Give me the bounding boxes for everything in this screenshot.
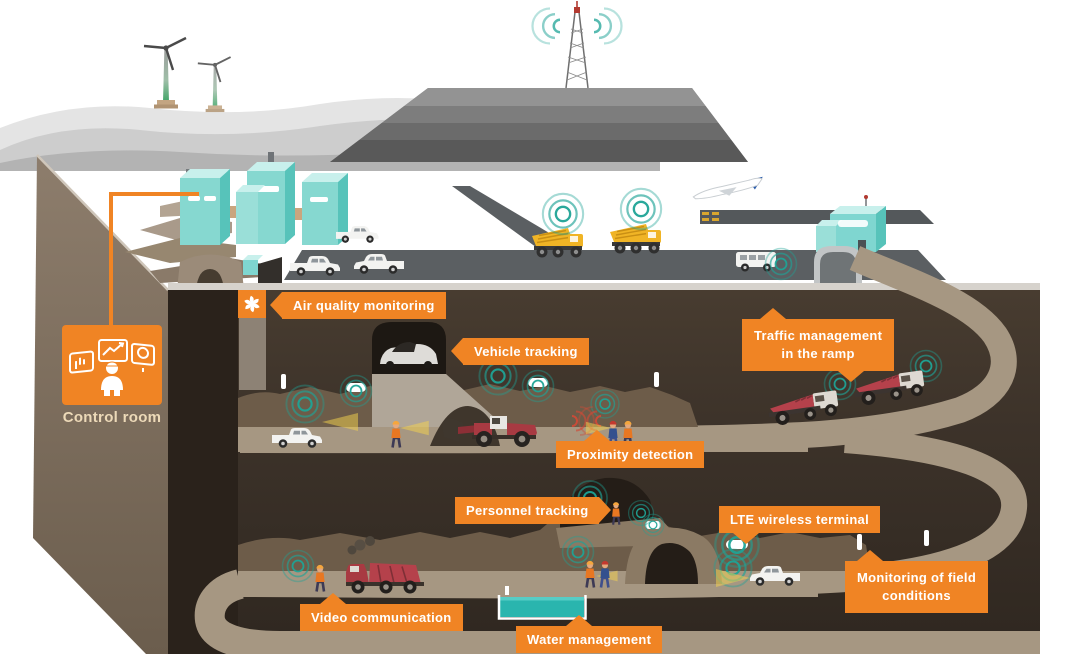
level2-truck bbox=[345, 536, 425, 595]
pointer-up bbox=[584, 430, 610, 441]
label-text: Video communication bbox=[311, 610, 452, 625]
label-text: Air quality monitoring bbox=[293, 298, 435, 313]
runway-markings bbox=[702, 212, 719, 221]
pointer-down bbox=[838, 371, 864, 382]
level2-pickup bbox=[716, 566, 800, 587]
control-room-icon-box bbox=[62, 325, 162, 405]
airplane bbox=[692, 176, 763, 200]
control-monitors-icon bbox=[69, 339, 155, 396]
label-text: Traffic management bbox=[754, 328, 883, 344]
surface-mine-portal bbox=[814, 246, 862, 284]
label-text: conditions bbox=[882, 588, 951, 603]
label-text: in the ramp bbox=[781, 346, 855, 361]
label-air-quality-monitoring: Air quality monitoring bbox=[270, 292, 446, 319]
control-room-cable-horizontal bbox=[109, 192, 199, 196]
processing-plant bbox=[180, 152, 348, 288]
label-text: Personnel tracking bbox=[466, 503, 589, 518]
control-room-label: Control room bbox=[62, 409, 162, 426]
pointer-up bbox=[857, 550, 883, 561]
label-proximity-detection: Proximity detection bbox=[556, 430, 705, 468]
airport-building bbox=[816, 195, 886, 252]
label-text: Vehicle tracking bbox=[474, 344, 578, 359]
label-lte-wireless-terminal: LTE wireless terminal bbox=[719, 506, 880, 544]
radio-mast bbox=[531, 1, 623, 89]
pointer-up bbox=[760, 308, 786, 319]
label-text: LTE wireless terminal bbox=[730, 512, 869, 527]
pointer-down bbox=[733, 533, 759, 544]
label-vehicle-tracking: Vehicle tracking bbox=[451, 338, 589, 365]
wind-turbines bbox=[142, 36, 232, 114]
air-quality-fan-box bbox=[238, 290, 266, 318]
pointer-up bbox=[566, 615, 592, 626]
fan-icon bbox=[244, 295, 260, 313]
label-text: Proximity detection bbox=[567, 447, 694, 462]
pointer-up bbox=[320, 593, 346, 604]
label-personnel-tracking: Personnel tracking bbox=[455, 497, 612, 524]
label-video-communication: Video communication bbox=[300, 593, 463, 631]
water-pool bbox=[497, 586, 587, 620]
label-text: Water management bbox=[527, 632, 652, 647]
label-traffic-management: Traffic management in the ramp bbox=[742, 308, 895, 382]
label-monitoring-field-conditions: Monitoring of field conditions bbox=[845, 550, 989, 613]
waste-rock-pile bbox=[330, 88, 748, 162]
label-water-management: Water management bbox=[516, 615, 663, 653]
control-room-cable-vertical bbox=[109, 192, 113, 328]
label-text: Monitoring of field bbox=[857, 570, 977, 586]
